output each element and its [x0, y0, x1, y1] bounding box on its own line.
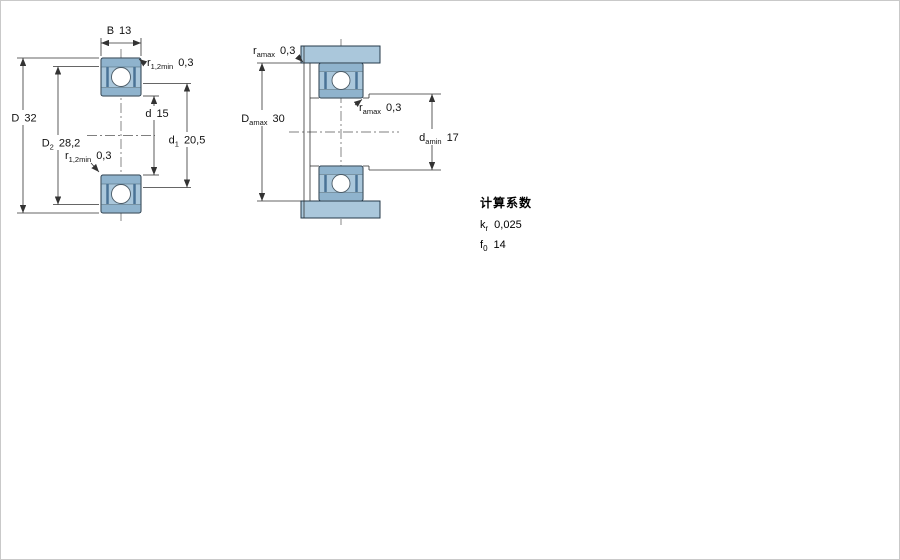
kr-subscript: r [485, 224, 489, 234]
bearing-section-bottom [100, 174, 142, 214]
bearing-section-top [100, 57, 142, 97]
calc-row-kr: kr 0,025 [480, 219, 532, 233]
calc-row-f0: f0 14 [480, 239, 532, 253]
outer-ring [320, 193, 362, 200]
kr-symbol: k [480, 219, 486, 231]
ball [331, 174, 351, 193]
ball [111, 184, 131, 204]
inner-ring [320, 167, 362, 174]
kr-value: 0,025 [494, 219, 522, 231]
ball [331, 71, 351, 90]
inner-ring [320, 90, 362, 97]
calc-factors-title: 计算系数 [480, 196, 533, 210]
f0-value: 14 [493, 239, 506, 252]
ball [111, 67, 131, 87]
housing-top [300, 45, 381, 64]
f0-symbol: f [480, 239, 484, 252]
inner-ring [102, 176, 140, 184]
outer-ring [102, 59, 140, 67]
bearing-section-bottom [318, 165, 364, 202]
outer-ring [320, 64, 362, 71]
inner-ring [102, 88, 140, 95]
bearing-section-top [318, 62, 364, 99]
f0-subscript: 0 [483, 244, 488, 254]
housing-bottom [300, 200, 381, 219]
outer-ring [102, 205, 140, 212]
calculation-factors: 计算系数 kr 0,025 f0 14 [480, 194, 532, 259]
